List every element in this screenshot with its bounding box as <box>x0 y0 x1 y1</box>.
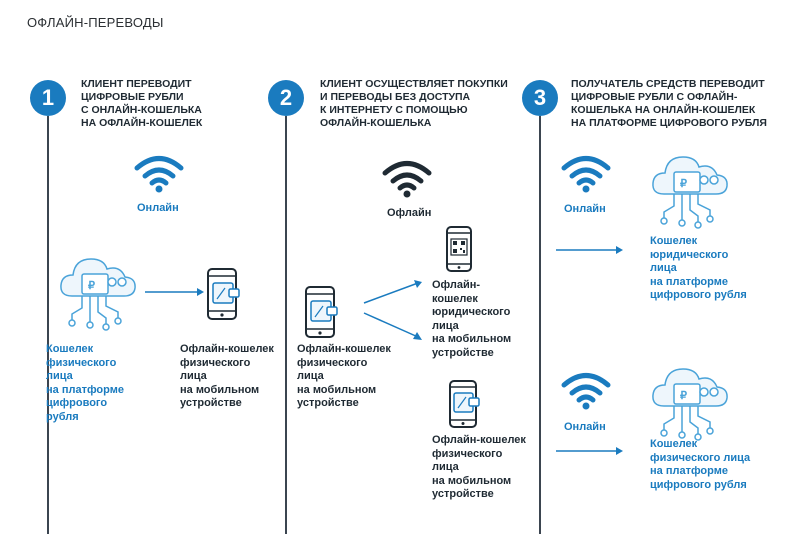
phone-wallet-icon <box>447 380 481 428</box>
cloud-wallet-icon: ₽ <box>650 360 730 444</box>
wifi-online-icon <box>560 155 612 193</box>
svg-text:₽: ₽ <box>88 280 95 292</box>
transfer-arrow <box>145 287 205 297</box>
wifi-offline-icon <box>381 160 433 198</box>
cloud-wallet-icon: ₽ <box>58 250 138 334</box>
step-2-status: Офлайн <box>387 207 432 219</box>
transfer-arrow <box>556 446 624 456</box>
step-1-divider <box>47 116 49 534</box>
step-2-divider <box>285 116 287 534</box>
phone-wallet-icon <box>303 286 339 338</box>
step-3-status-top: Онлайн <box>564 203 606 215</box>
cloud-wallet-icon: ₽ <box>650 148 730 232</box>
step-2-badge: 2 <box>268 80 304 116</box>
transfer-arrow <box>556 245 624 255</box>
wifi-online-icon <box>560 372 612 410</box>
step-3-badge: 3 <box>522 80 558 116</box>
wifi-online-icon <box>133 155 185 193</box>
phone-wallet-icon <box>205 268 241 320</box>
step-3-status-bottom: Онлайн <box>564 421 606 433</box>
split-arrows <box>362 280 422 346</box>
svg-text:₽: ₽ <box>680 390 687 402</box>
step-1-status: Онлайн <box>137 202 179 214</box>
step-1-badge: 1 <box>30 80 66 116</box>
step-3-divider <box>539 116 541 534</box>
page-title: ОФЛАЙН-ПЕРЕВОДЫ <box>27 15 164 30</box>
svg-text:₽: ₽ <box>680 178 687 190</box>
phone-qr-icon <box>445 226 473 272</box>
